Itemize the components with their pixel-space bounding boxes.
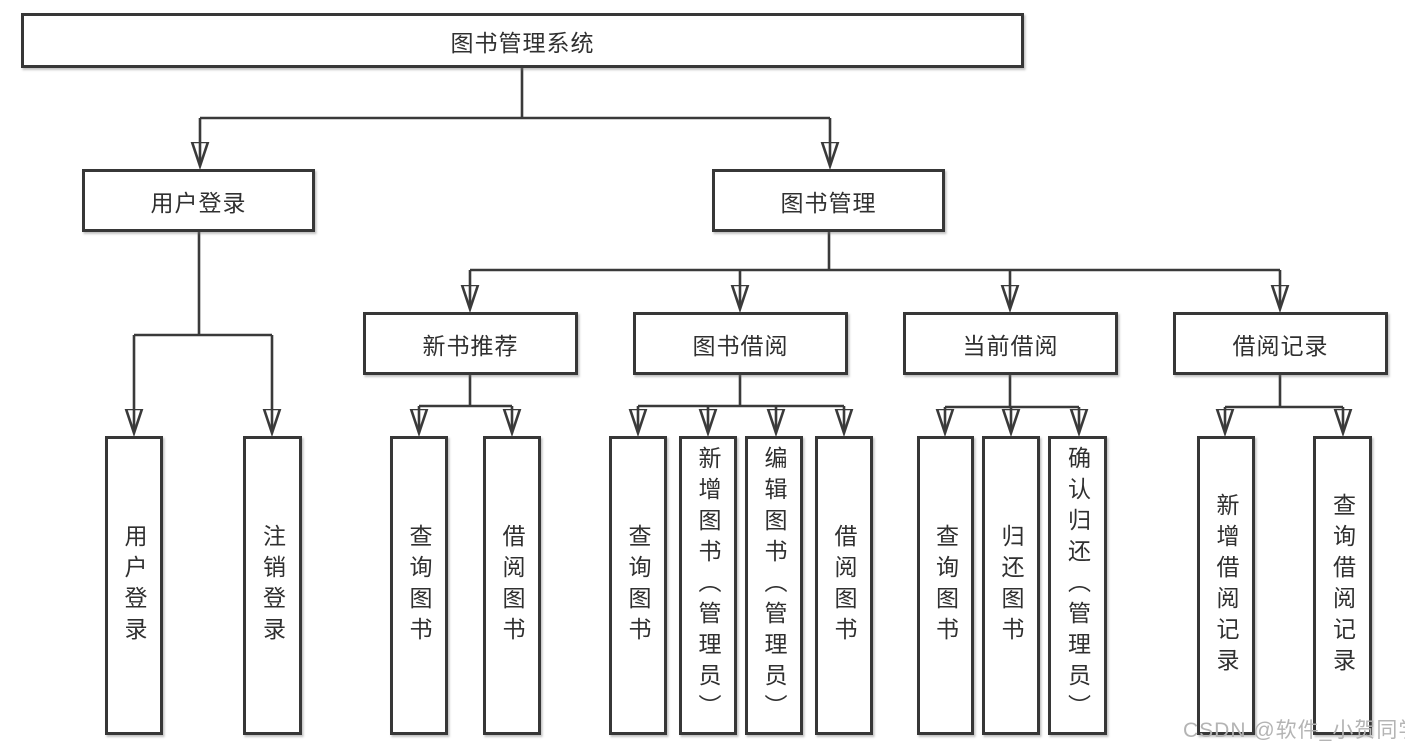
leaf-user-login-label: 用户登录: [121, 523, 147, 648]
leaf-edit-books-admin: 编辑图书（管理员）: [745, 436, 803, 735]
node-new-book-recommend-label: 新书推荐: [422, 332, 519, 359]
leaf-query-borrow-record-label: 查询借阅记录: [1329, 492, 1356, 679]
node-new-book-recommend: 新书推荐: [363, 312, 578, 375]
node-current-borrow: 当前借阅: [903, 312, 1118, 375]
node-book-management: 图书管理: [712, 169, 945, 232]
leaf-current-query-books: 查询图书: [917, 436, 974, 735]
leaf-recommend-query-books-label: 查询图书: [406, 523, 432, 648]
leaf-user-login: 用户登录: [105, 436, 163, 735]
leaf-return-books-label: 归还图书: [998, 523, 1024, 648]
leaf-borrow-query-books: 查询图书: [609, 436, 667, 735]
leaf-logout-label: 注销登录: [259, 523, 286, 648]
node-user-login: 用户登录: [82, 169, 315, 232]
node-user-login-label: 用户登录: [150, 189, 247, 216]
leaf-confirm-return-admin-label: 确认归还（管理员）: [1064, 446, 1091, 725]
leaf-add-books-admin: 新增图书（管理员）: [679, 436, 737, 735]
leaf-borrow-query-books-label: 查询图书: [625, 523, 651, 648]
leaf-edit-books-admin-label: 编辑图书（管理员）: [761, 446, 787, 725]
node-borrow-records-label: 借阅记录: [1232, 332, 1329, 359]
leaf-logout: 注销登录: [243, 436, 302, 735]
leaf-current-query-books-label: 查询图书: [932, 523, 959, 648]
leaf-query-borrow-record: 查询借阅记录: [1313, 436, 1372, 735]
leaf-add-borrow-record-label: 新增借阅记录: [1213, 492, 1239, 679]
node-root-label: 图书管理系统: [450, 29, 595, 56]
leaf-confirm-return-admin: 确认归还（管理员）: [1048, 436, 1107, 735]
leaf-add-borrow-record: 新增借阅记录: [1197, 436, 1255, 735]
leaf-borrow-books-label: 借阅图书: [831, 523, 857, 648]
leaf-borrow-books: 借阅图书: [815, 436, 873, 735]
watermark: CSDN @软件_小贺同学: [1183, 719, 1405, 742]
node-book-management-label: 图书管理: [780, 189, 877, 216]
leaf-recommend-borrow-books-label: 借阅图书: [499, 523, 525, 648]
node-book-borrow: 图书借阅: [633, 312, 848, 375]
node-book-borrow-label: 图书借阅: [692, 332, 789, 359]
node-borrow-records: 借阅记录: [1173, 312, 1388, 375]
leaf-recommend-query-books: 查询图书: [390, 436, 448, 735]
leaf-recommend-borrow-books: 借阅图书: [483, 436, 541, 735]
node-root: 图书管理系统: [21, 13, 1024, 68]
node-current-borrow-label: 当前借阅: [962, 332, 1059, 359]
leaf-return-books: 归还图书: [982, 436, 1040, 735]
leaf-add-books-admin-label: 新增图书（管理员）: [695, 446, 721, 725]
